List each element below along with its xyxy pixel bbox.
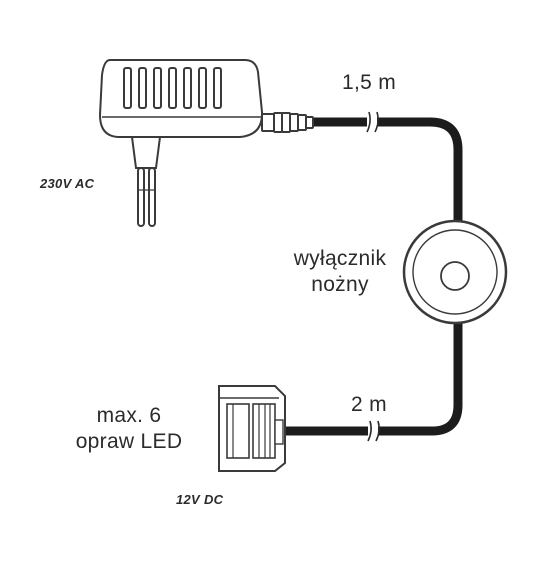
cable-break-mark-top [366, 111, 379, 133]
switch-label-line1: wyłącznik [293, 247, 387, 270]
foot-switch-icon [402, 219, 508, 325]
cable-switch-to-connector [283, 322, 463, 436]
adapter-cable-length-label: 1,5 m [342, 71, 397, 94]
cable-adapter-to-switch [312, 117, 463, 222]
output-cable-length-label: 2 m [351, 393, 387, 416]
output-voltage-label: 12V DC [176, 492, 224, 507]
led-capacity-label: max. 6 opraw LED [54, 403, 204, 455]
led-capacity-label-line1: max. 6 [96, 404, 162, 427]
led-capacity-label-line2: opraw LED [75, 430, 183, 453]
switch-label-line2: nożny [311, 273, 369, 296]
cable-break-mark-bottom [367, 420, 380, 442]
plug-adapter-icon [98, 59, 314, 227]
input-voltage-label: 230V AC [40, 176, 95, 191]
led-connector-icon [218, 385, 286, 472]
switch-label: wyłącznik nożny [278, 246, 402, 298]
